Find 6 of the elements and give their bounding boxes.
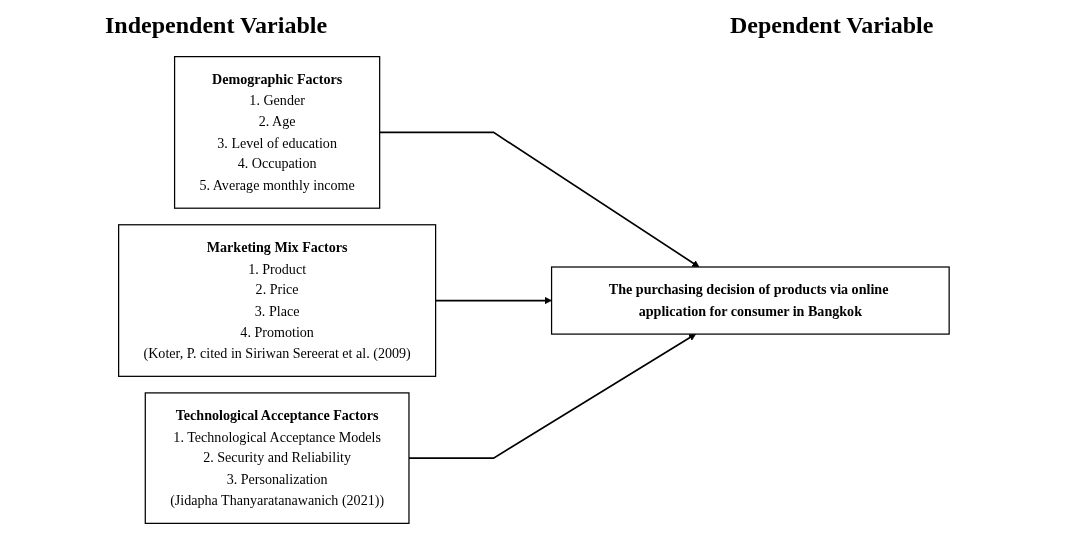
- column-heading: Dependent Variable: [730, 12, 934, 39]
- node-box: The purchasing decision of products via online application for consumer in Bangkok: [551, 266, 950, 335]
- node-box: Demographic Factors 1. Gender 2. Age 3. Level of education 4. Occupation 5. Average monthly income: [174, 56, 381, 209]
- node-box: Marketing Mix Factors 1. Product 2. Price 3. Place 4. Promotion (Koter, P. cited in Siriwan Sereerat et al. (2009): [118, 224, 437, 377]
- column-heading: Independent Variable: [105, 12, 328, 39]
- node-box: Technological Acceptance Factors 1. Technological Acceptance Models 2. Security and Reliability 3. Personalization (Jidapha Thanyaratanawanich (2021)): [144, 392, 410, 524]
